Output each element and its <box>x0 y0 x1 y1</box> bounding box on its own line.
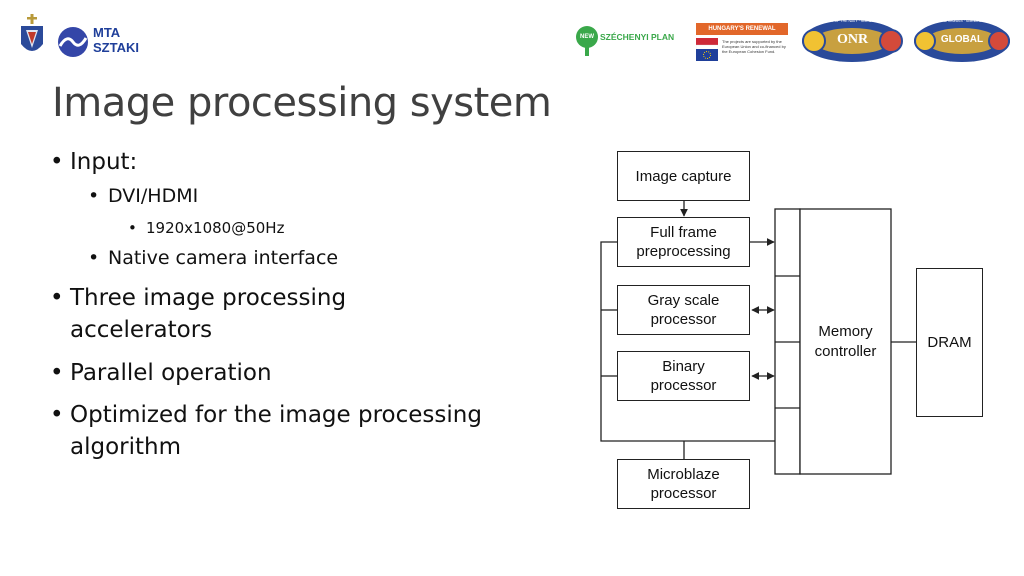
sztaki-wave-icon <box>58 27 88 57</box>
sztaki-line2: SZTAKI <box>93 40 139 55</box>
renewal-text: The projects are supported by the Europe… <box>722 39 786 54</box>
eu-flag-icon <box>696 49 718 61</box>
onr-logo: ONR DEPARTMENT OF THE NAVY · Science & T… <box>800 18 905 64</box>
gray-scale-processor-block: Gray scale processor <box>617 285 750 335</box>
microblaze-control-bus <box>600 241 775 442</box>
new-badge: NEW <box>576 26 598 48</box>
onr-global-ring-text: Office of Naval Research · Science & Tec… <box>923 19 1001 23</box>
onr-center: ONR <box>836 32 869 47</box>
sztaki-line1: MTA <box>93 25 121 40</box>
memory-controller-label: Memory controller <box>814 323 877 360</box>
onr-ring-text: DEPARTMENT OF THE NAVY · Science & Techn… <box>810 19 895 23</box>
onr-global-center: GLOBAL <box>940 34 984 45</box>
hungarys-renewal-logo: HUNGARY'S RENEWAL The projects are suppo… <box>696 23 788 61</box>
dram-block: DRAM <box>916 268 983 417</box>
full-frame-preprocessing-block: Full frame preprocessing <box>617 217 750 267</box>
szechenyi-plan-logo: NEW SZÉCHENYI PLAN <box>576 26 686 58</box>
microblaze-processor-block: Microblaze processor <box>617 459 750 509</box>
memctl-body <box>799 208 892 475</box>
onr-global-logo: GLOBAL Office of Naval Research · Scienc… <box>912 18 1012 64</box>
binary-processor-block: Binary processor <box>617 351 750 401</box>
slide-title: Image processing system <box>52 80 552 126</box>
szechenyi-text: SZÉCHENYI PLAN <box>600 32 675 42</box>
renewal-banner: HUNGARY'S RENEWAL <box>696 23 788 35</box>
university-crest-logo <box>18 14 46 62</box>
sztaki-logo: MTA SZTAKI <box>57 24 147 60</box>
image-capture-block: Image capture <box>617 151 750 201</box>
